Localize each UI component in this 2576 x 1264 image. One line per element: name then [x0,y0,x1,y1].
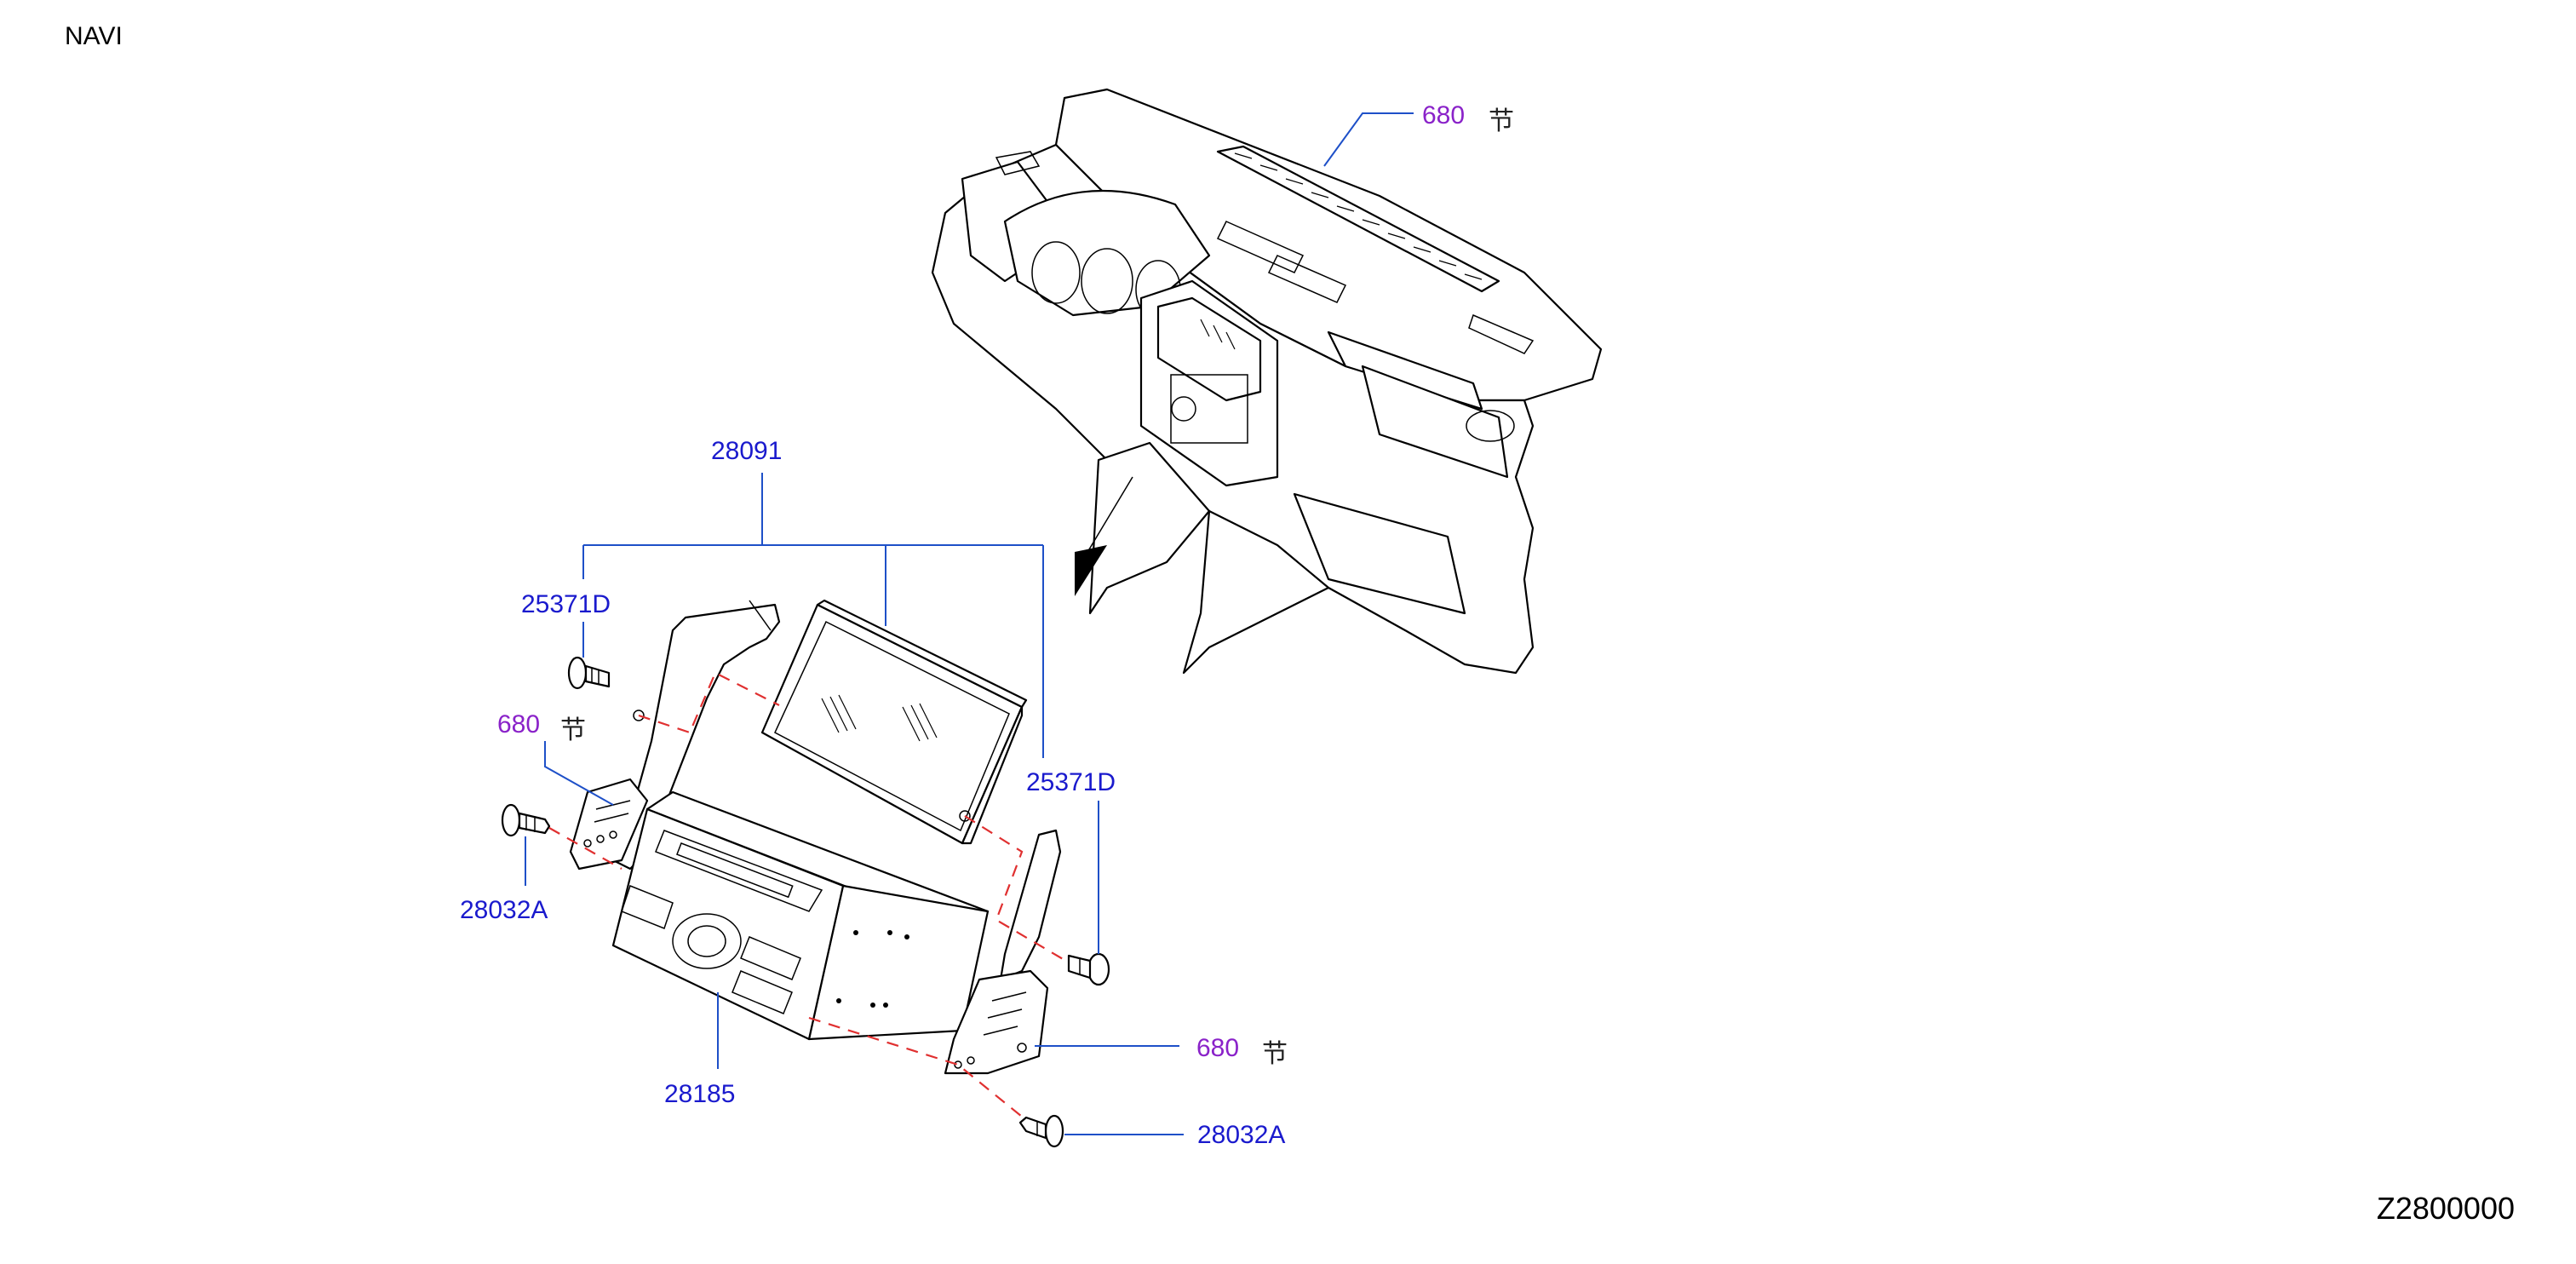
callout-28032A-right[interactable]: 28032A [1197,1121,1286,1149]
diagram-title: NAVI [65,22,123,50]
leader-lines [525,112,1414,1135]
audio-unit [611,790,990,1041]
figure-code: Z2800000 [2376,1191,2515,1226]
callout-28185[interactable]: 28185 [664,1080,736,1108]
dashboard-illustration [931,88,1603,675]
callout-28091[interactable]: 28091 [711,437,783,465]
callout-25371D-left[interactable]: 25371D [521,590,611,618]
callout-25371D-right[interactable]: 25371D [1026,768,1116,796]
callout-28032A-left[interactable]: 28032A [460,896,548,924]
screw-25371D-left [567,656,611,690]
screw-28032A-right [1018,1114,1064,1148]
reference-symbol-dash: 节 [1489,106,1514,136]
screw-28032A-left [501,803,551,837]
reference-symbol-left: 节 [560,715,586,745]
callout-680-right-bracket[interactable]: 680 [1196,1034,1240,1062]
callout-680-left-bracket[interactable]: 680 [497,710,541,738]
callout-680-dash-panel[interactable]: 680 [1422,101,1466,129]
bracket-left [569,600,781,870]
alignment-lines [548,671,1070,1121]
screw-25371D-right [1067,952,1110,986]
reference-symbol-right: 节 [1262,1039,1288,1069]
display-unit [760,599,1028,845]
bracket-right [944,829,1062,1075]
